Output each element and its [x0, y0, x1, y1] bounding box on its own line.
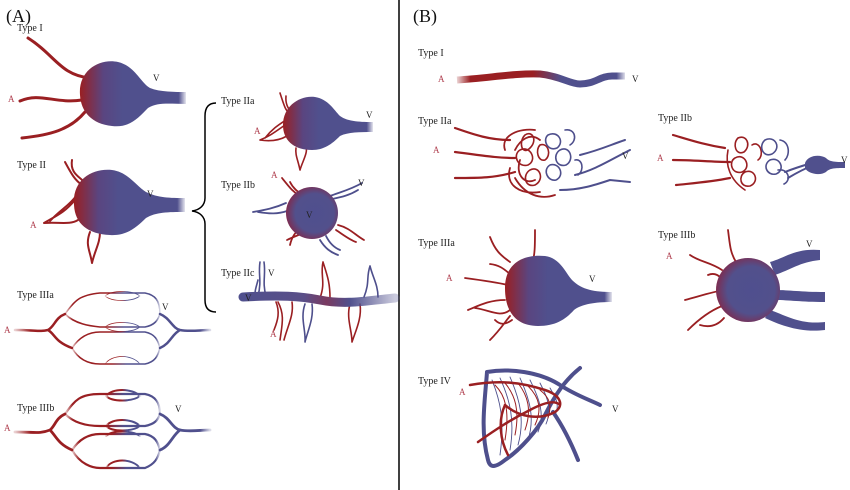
a-type-iia-nidus [283, 96, 373, 150]
a-type-iib-title: Type IIb [221, 180, 255, 191]
b-type-iiib-vein-branches [765, 249, 825, 331]
a-type-ii-title: Type II [17, 160, 46, 171]
a-type-iic-vein-label-left: V [245, 293, 252, 303]
b-type-i-vein-label: V [632, 74, 639, 84]
a-type-ii-nidus [73, 169, 185, 236]
b-type-iiib-artery-label: A [666, 251, 673, 261]
b-type-iiib-vein-label: V [806, 239, 813, 249]
b-type-iv-title: Type IV [418, 376, 452, 387]
a-type-ii-diagram: Type II A V [17, 159, 185, 264]
a-type-iiib-diagram: Type IIIb A V [4, 389, 212, 470]
b-type-iiib-diagram: Type IIIb A V [658, 229, 825, 331]
a-type-i-vein-label: V [153, 73, 160, 83]
a-type-iia-title: Type IIa [221, 96, 255, 107]
a-type-iiib-artery-label: A [4, 423, 11, 433]
b-type-i-title: Type I [418, 48, 444, 59]
a-type-iib-vein-label-center: V [306, 210, 313, 220]
a-type-iib-vein-label-top: V [358, 178, 365, 188]
b-type-iiia-artery-label: A [446, 273, 453, 283]
a-type-ii-vein-label: V [147, 189, 154, 199]
b-type-iib-artery-label: A [657, 153, 664, 163]
a-type-i-nidus [79, 61, 186, 127]
b-type-iiia-nidus [505, 255, 612, 326]
a-type-iic-artery-label: A [270, 329, 277, 339]
a-type-iia-artery-label: A [254, 126, 261, 136]
b-type-i-artery-label: A [438, 74, 445, 84]
a-type-iic-vein-label-top: V [268, 268, 275, 278]
a-type-i-title: Type I [17, 23, 43, 34]
a-type-iic-title: Type IIc [221, 268, 255, 279]
a-type-iiia-vein-label: V [162, 302, 169, 312]
a-type-iib-diagram: Type IIb A V V [221, 170, 365, 256]
b-type-i-vessel [456, 70, 625, 88]
a-type-iic-vessel [238, 291, 400, 307]
a-type-i-artery-label: A [8, 94, 15, 104]
a-type-ii-artery-label: A [30, 220, 37, 230]
a-type-iic-diagram: Type IIc A V V [221, 261, 400, 343]
b-type-iv-vein-label: V [612, 404, 619, 414]
grouping-brace [191, 102, 217, 313]
a-type-i-diagram: Type I A V [8, 23, 186, 140]
a-type-iiia-artery-label: A [4, 325, 11, 335]
a-type-iib-artery-label: A [271, 170, 278, 180]
b-type-iib-varix [805, 155, 845, 175]
b-type-iia-vein-label: V [622, 151, 629, 161]
a-type-iiia-title: Type IIIa [17, 290, 54, 301]
b-type-iib-vein-label: V [841, 155, 848, 165]
a-type-iib-nidus [286, 187, 338, 239]
a-type-iia-diagram: Type IIa A V [221, 92, 373, 171]
b-type-iv-diagram: Type IV A V [418, 366, 619, 468]
b-type-iia-artery-label: A [433, 145, 440, 155]
b-type-i-diagram: Type I A V [418, 48, 639, 88]
b-type-iib-diagram: Type IIb A V [657, 113, 848, 191]
b-type-iiia-title: Type IIIa [418, 238, 455, 249]
a-type-iiib-title: Type IIIb [17, 403, 54, 414]
a-type-iiib-vein-label: V [175, 404, 182, 414]
b-type-iiib-title: Type IIIb [658, 230, 695, 241]
a-type-iia-vein-label: V [366, 110, 373, 120]
b-type-iiia-vein-label: V [589, 274, 596, 284]
b-type-iv-artery-label: A [459, 387, 466, 397]
panel-a-label: (A) [6, 6, 31, 27]
b-type-iiia-diagram: Type IIIa A V [418, 229, 612, 341]
b-type-iiib-nidus [716, 258, 780, 322]
panel-b-label: (B) [413, 6, 437, 27]
b-type-iib-title: Type IIb [658, 113, 692, 124]
a-type-iiia-diagram: Type IIIa A V [4, 290, 212, 365]
b-type-iia-diagram: Type IIa A V [418, 116, 631, 198]
b-type-iia-title: Type IIa [418, 116, 452, 127]
